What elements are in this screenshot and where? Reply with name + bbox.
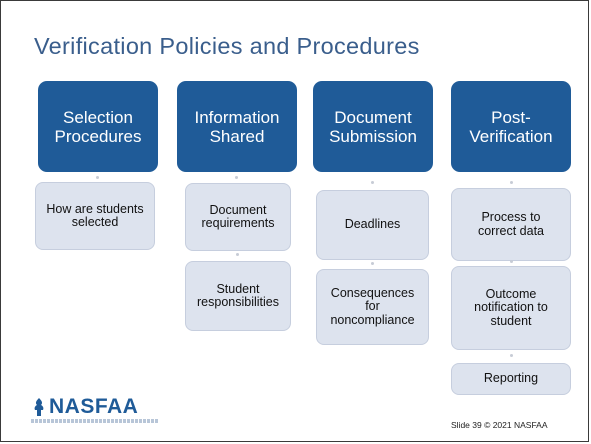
item-label: Deadlines xyxy=(344,217,401,232)
item-outcome-notification: Outcome notification to student xyxy=(451,266,571,350)
item-document-requirements: Document requirements xyxy=(185,183,291,251)
header-post-verification: Post- Verification xyxy=(451,81,571,172)
header-label: Post- Verification xyxy=(469,107,553,146)
header-selection-procedures: Selection Procedures xyxy=(38,81,158,172)
item-reporting: Reporting xyxy=(451,363,571,395)
header-information-shared: Information Shared xyxy=(177,81,297,172)
header-label: Selection Procedures xyxy=(54,107,142,146)
logo-tagline xyxy=(31,419,159,423)
item-label: Student responsibilities xyxy=(197,281,279,309)
header-document-submission: Document Submission xyxy=(313,81,433,172)
slide-title: Verification Policies and Procedures xyxy=(34,33,420,59)
header-label: Information Shared xyxy=(194,107,280,146)
header-label: Document Submission xyxy=(329,107,417,146)
connector-dot xyxy=(510,260,513,263)
torch-icon xyxy=(34,398,44,416)
item-consequences-for-noncompliance: Consequences for noncompliance xyxy=(316,269,429,345)
connector-dot xyxy=(371,262,374,265)
item-label: Outcome notification to student xyxy=(474,286,548,328)
connector-dot xyxy=(235,176,238,179)
item-label: Process to correct data xyxy=(477,210,544,238)
item-student-responsibilities: Student responsibilities xyxy=(185,261,291,331)
item-label: Document requirements xyxy=(201,202,275,230)
item-deadlines: Deadlines xyxy=(316,190,429,260)
connector-dot xyxy=(96,176,99,179)
slide-footer: Slide 39 © 2021 NASFAA xyxy=(451,420,548,430)
connector-dot xyxy=(236,253,239,256)
connector-dot xyxy=(510,181,513,184)
connector-dot xyxy=(371,181,374,184)
logo-wordmark: NASFAA xyxy=(49,395,139,418)
item-how-are-students-selected: How are students selected xyxy=(35,182,155,250)
item-label: Consequences for noncompliance xyxy=(330,285,415,327)
connector-dot xyxy=(510,354,513,357)
item-label: How are students selected xyxy=(46,201,144,229)
item-process-to-correct-data: Process to correct data xyxy=(451,188,571,261)
item-label: Reporting xyxy=(483,371,539,386)
